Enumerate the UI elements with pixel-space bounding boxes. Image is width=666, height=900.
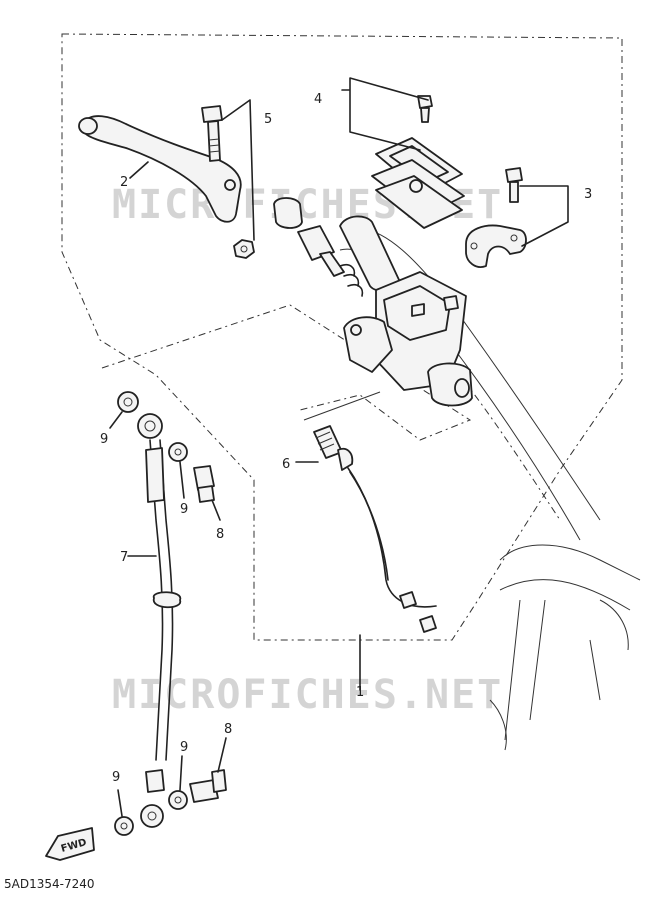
label-part-9-top-left: 9 [100,432,108,447]
washer-bottom-left [114,816,134,836]
leader-3 [519,185,569,247]
leader-2 [129,161,149,179]
wire-terminal-2 [419,615,437,633]
label-part-5: 5 [264,112,272,127]
leader-8a [211,499,221,521]
reservoir-cap [371,137,465,229]
clamp-screw [505,167,523,203]
leader-9d [179,755,183,791]
diagram-code: 5AD1354-7240 [4,877,95,891]
leader-5 [221,99,255,241]
brake-lever [78,115,242,223]
handlebar-clamp [465,224,527,268]
label-part-3: 3 [584,187,592,202]
pivot-nut [233,239,255,259]
cap-screw [417,95,433,123]
washer-top-right [168,442,188,462]
washer-top-left [117,391,139,413]
leader-9a [109,411,123,429]
inner-group-boundary [101,304,472,441]
leader-9c [117,789,123,817]
switch-wire-2 [349,471,389,581]
union-bolt-top [193,465,215,503]
label-part-9-bottom-left: 9 [112,770,120,785]
label-part-1: 1 [356,685,364,700]
wire-terminal-1 [399,591,417,609]
handlebar-outline [339,228,641,751]
label-part-7: 7 [120,550,128,565]
leader-8b [217,737,227,773]
switch-wire [347,467,437,608]
leader-9b [179,461,185,499]
label-part-6: 6 [282,457,290,472]
label-part-9-bottom-right: 9 [180,740,188,755]
label-part-4: 4 [314,92,322,107]
leader-4 [341,77,429,151]
piston-kit [273,197,401,297]
guide-line [303,391,381,421]
pivot-bolt [201,105,223,162]
master-cylinder-body [343,271,473,407]
banjo-fitting-top [137,413,163,439]
brake-light-switch [313,425,354,471]
label-part-8-top: 8 [216,527,224,542]
label-part-8-bottom: 8 [224,722,232,737]
banjo-fitting-bottom [140,804,164,828]
washer-bottom-right [168,790,188,810]
outer-group-boundary [61,33,623,641]
brake-hose [145,439,181,793]
forward-direction-badge: FWD [45,827,95,861]
label-part-9-top-right: 9 [180,502,188,517]
label-part-2: 2 [120,175,128,190]
union-bolt-bottom [189,769,227,803]
watermark-bottom: MICROFICHES.NET [112,672,503,718]
